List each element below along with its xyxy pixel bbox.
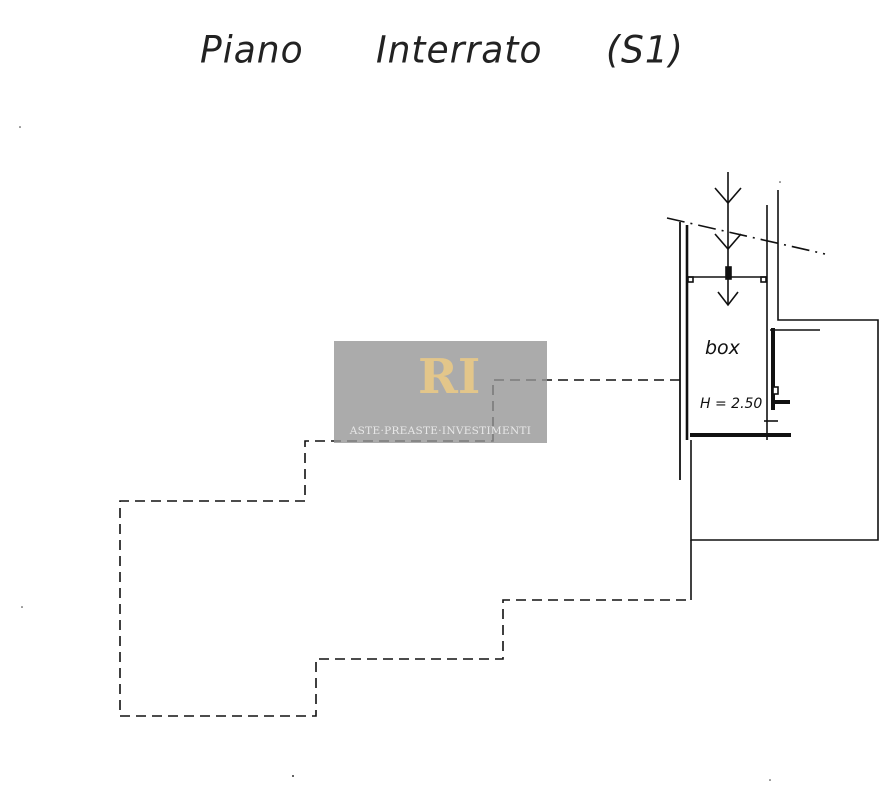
title-word-interrato: Interrato: [376, 28, 543, 73]
title-word-piano: Piano: [200, 28, 304, 73]
plan-title: Piano Interrato (S1): [0, 28, 892, 80]
watermark-text: ASTE·PREASTE·INVESTIMENTI: [349, 425, 532, 437]
section-line: [666, 217, 826, 255]
dashed-outline-upper: [119, 379, 691, 717]
right-room-outline: [690, 190, 879, 541]
room-label: box: [705, 337, 740, 359]
arrow-head-icon: [717, 291, 739, 307]
arrow-head-icon: [714, 187, 742, 205]
room-height-label: H = 2.50: [700, 396, 763, 412]
small-column: [772, 386, 779, 395]
door-jamb-left: [687, 276, 694, 283]
arrow-head-icon: [714, 233, 742, 251]
watermark-monogram: RI: [418, 349, 481, 405]
title-word-s1: (S1): [606, 28, 684, 73]
watermark: RI ASTE·PREASTE·INVESTIMENTI: [334, 341, 547, 443]
door-jamb-right: [760, 276, 767, 283]
